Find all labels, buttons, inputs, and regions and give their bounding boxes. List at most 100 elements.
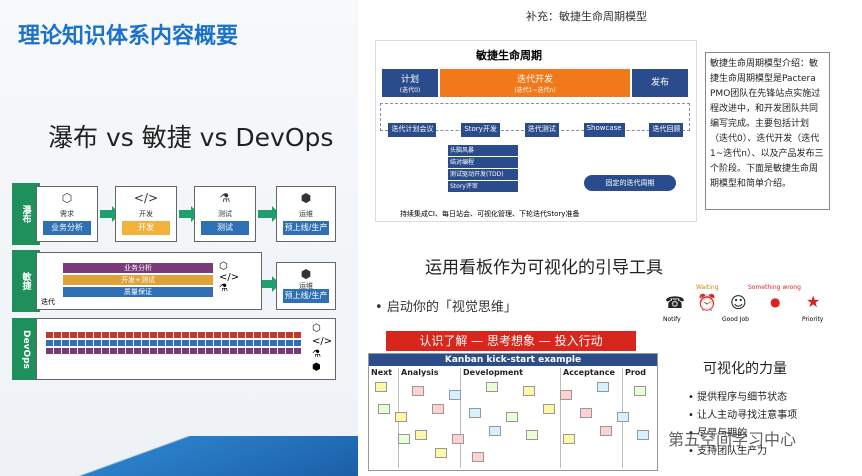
devops-cell: [270, 348, 277, 354]
red-dot-icon: ●: [770, 295, 781, 309]
devops-cell: [166, 348, 173, 354]
devops-cell: [134, 332, 141, 338]
devops-cell: [190, 348, 197, 354]
slide-subtitle: 瀑布 vs 敏捷 vs DevOps: [48, 123, 334, 152]
devops-cell: [222, 340, 229, 346]
phase-plan: 计划 (迭代0): [382, 69, 438, 97]
devops-cell: [126, 340, 133, 346]
power-item: • 提供程序与细节状态: [688, 392, 788, 403]
iteration-label: 迭代: [41, 298, 55, 306]
phone-icon: ☎: [665, 293, 685, 312]
devops-cell: [294, 348, 301, 354]
devops-cell: [206, 332, 213, 338]
devops-cell: [254, 348, 261, 354]
sticky-note: [560, 390, 572, 400]
power-item-text: 提供程序与细节状态: [697, 392, 788, 403]
devops-cell: [230, 348, 237, 354]
stage-dev: </> 开发 开发: [115, 186, 177, 242]
flow-arrow: [179, 206, 199, 222]
devops-cell: [126, 348, 133, 354]
sticky-note: [543, 404, 555, 414]
devops-cell: [94, 332, 101, 338]
flow-step: Showcase: [583, 123, 625, 137]
sticky-note: [398, 434, 410, 444]
sticky-note: [378, 404, 390, 414]
devops-cell: [102, 332, 109, 338]
devops-cell: [86, 340, 93, 346]
devops-cell: [118, 332, 125, 338]
kanban-col-title: Analysis: [401, 368, 439, 377]
sticky-note: [469, 408, 481, 418]
devops-cell: [118, 340, 125, 346]
sticky-note: [412, 386, 424, 396]
agile-bar-devtest: 开发+测试: [63, 275, 213, 285]
phase-release: 发布: [632, 69, 688, 97]
devops-cell: [158, 332, 165, 338]
devops-cell: [86, 332, 93, 338]
devops-cell: [126, 332, 133, 338]
kanban-col-title: Prod: [625, 368, 647, 377]
devops-cell: [230, 332, 237, 338]
flow-row: 迭代计划会议 Story开发 迭代测试 Showcase 迭代回顾: [376, 123, 696, 137]
lifecycle-diagram: 敏捷生命周期 计划 (迭代0) 迭代开发 (迭代1~迭代n) 发布 迭代计划会议…: [375, 40, 697, 222]
devops-cell: [174, 348, 181, 354]
devops-cell: [286, 348, 293, 354]
sticky-note: [506, 412, 518, 422]
kanban-col: Development: [461, 368, 561, 468]
phase-dev-label: 迭代开发: [516, 75, 553, 85]
cubes-icon: ⬢: [300, 191, 312, 205]
stage-ops-chip: 预上线/生产: [283, 221, 329, 235]
sticky-note: [597, 382, 609, 392]
devops-cell: [278, 340, 285, 346]
smile-icon: ☺: [730, 293, 747, 312]
devops-cell: [246, 348, 253, 354]
devops-cell: [102, 348, 109, 354]
devops-cell: [78, 348, 85, 354]
phase-dev-sub: (迭代1~迭代n): [514, 87, 556, 94]
devops-cell: [142, 340, 149, 346]
agile-ops-title: 运维: [299, 282, 313, 290]
practice-item: 测试驱动开发(TDD): [448, 169, 518, 180]
agile-bar-qa: 质量保证: [63, 287, 213, 297]
devops-cell: [294, 332, 301, 338]
flow-step: 迭代回顾: [649, 123, 684, 137]
flow-arrow: [258, 206, 280, 222]
devops-cell: [46, 348, 53, 354]
waiting-label: Waiting: [696, 284, 719, 291]
kanban-col: Analysis: [399, 368, 461, 468]
kanban-col-title: Development: [463, 368, 523, 377]
devops-cell: [246, 332, 253, 338]
sticky-note: [435, 448, 447, 458]
devops-cell: [54, 340, 61, 346]
practice-item: 结对编程: [448, 157, 518, 168]
sticky-note: [637, 430, 649, 440]
power-title: 可视化的力量: [703, 361, 787, 377]
devops-cell: [110, 340, 117, 346]
devops-cell: [54, 332, 61, 338]
power-item-text: 支持团队生产力: [697, 446, 768, 457]
stage-req-title: 需求: [60, 210, 74, 218]
devops-cell: [270, 340, 277, 346]
devops-cell: [134, 348, 141, 354]
devops-icons: ⬡</>⚗⬢: [312, 323, 333, 373]
devops-cell: [174, 340, 181, 346]
devops-cell: [286, 340, 293, 346]
devops-cell: [86, 348, 93, 354]
devops-cell: [62, 340, 69, 346]
steps-bar: 认识了解 — 思考想象 — 投入行动: [386, 331, 636, 351]
devops-cell: [158, 348, 165, 354]
devops-cell: [262, 348, 269, 354]
devops-cell: [238, 340, 245, 346]
sticky-note: [600, 426, 612, 436]
devops-cell: [70, 332, 77, 338]
devops-cell: [142, 332, 149, 338]
devops-row-3: [46, 348, 301, 354]
devops-cell: [214, 340, 221, 346]
devops-cell: [70, 348, 77, 354]
devops-cell: [238, 332, 245, 338]
left-slide: 理论知识体系内容概要 瀑布 vs 敏捷 vs DevOps 瀑布 ⬡ 需求 业务…: [0, 0, 358, 476]
devops-cell: [198, 332, 205, 338]
sticky-note: [449, 390, 461, 400]
practice-item: Story评审: [448, 181, 518, 192]
kanban-col: Prod: [623, 368, 657, 468]
